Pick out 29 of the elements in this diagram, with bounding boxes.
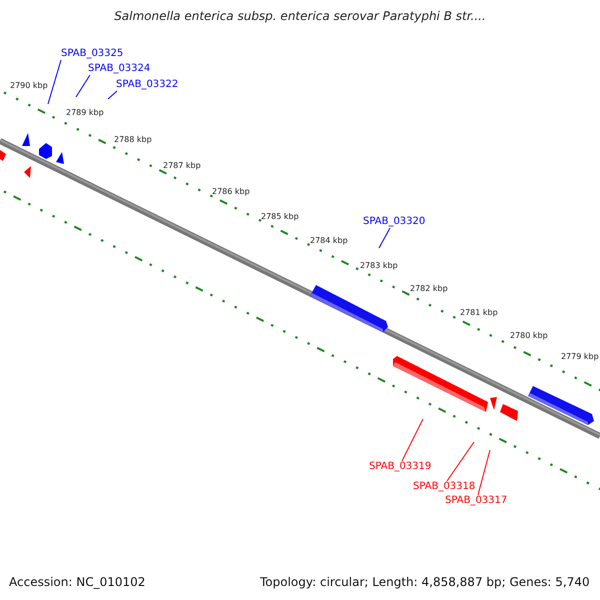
leader-line xyxy=(76,74,90,98)
tick-label: 2782 kbp xyxy=(410,284,448,294)
tick-label: 2779 kbp xyxy=(561,352,599,362)
gene-label: SPAB_03317 xyxy=(445,495,508,507)
tick-label: 2783 kbp xyxy=(360,261,398,271)
gene-label: SPAB_03318 xyxy=(413,481,476,493)
leader-line xyxy=(446,442,474,482)
tick-label: 2780 kbp xyxy=(510,331,548,341)
gene-label: SPAB_03319 xyxy=(369,461,432,473)
tick-label: 2786 kbp xyxy=(212,187,250,197)
gene-label: SPAB_03324 xyxy=(88,63,150,75)
footer-text: Accession: NC_010102 xyxy=(9,575,146,589)
gene-label: SPAB_03325 xyxy=(61,48,124,60)
leader-line xyxy=(402,418,424,462)
tick-label: 2785 kbp xyxy=(261,212,299,222)
tick-label: 2784 kbp xyxy=(310,236,348,246)
gene-label: SPAB_03320 xyxy=(363,216,426,228)
leader-line xyxy=(478,450,490,496)
tick-label: 2789 kbp xyxy=(66,108,104,118)
leader-line xyxy=(48,60,62,104)
footer-text: Topology: circular; Length: 4,858,887 bp; Genes: 5,740 xyxy=(260,575,590,589)
gene-label: SPAB_03322 xyxy=(116,79,178,91)
tick-label: 2781 kbp xyxy=(460,308,498,318)
leader-line xyxy=(108,90,118,100)
leader-line xyxy=(378,228,390,248)
map-title: Salmonella enterica subsp. enterica serovar Paratyphi B str.... xyxy=(114,9,486,23)
tick-label: 2788 kbp xyxy=(114,135,152,145)
tick-label: 2787 kbp xyxy=(163,161,201,171)
tick-label: 2790 kbp xyxy=(10,81,48,91)
